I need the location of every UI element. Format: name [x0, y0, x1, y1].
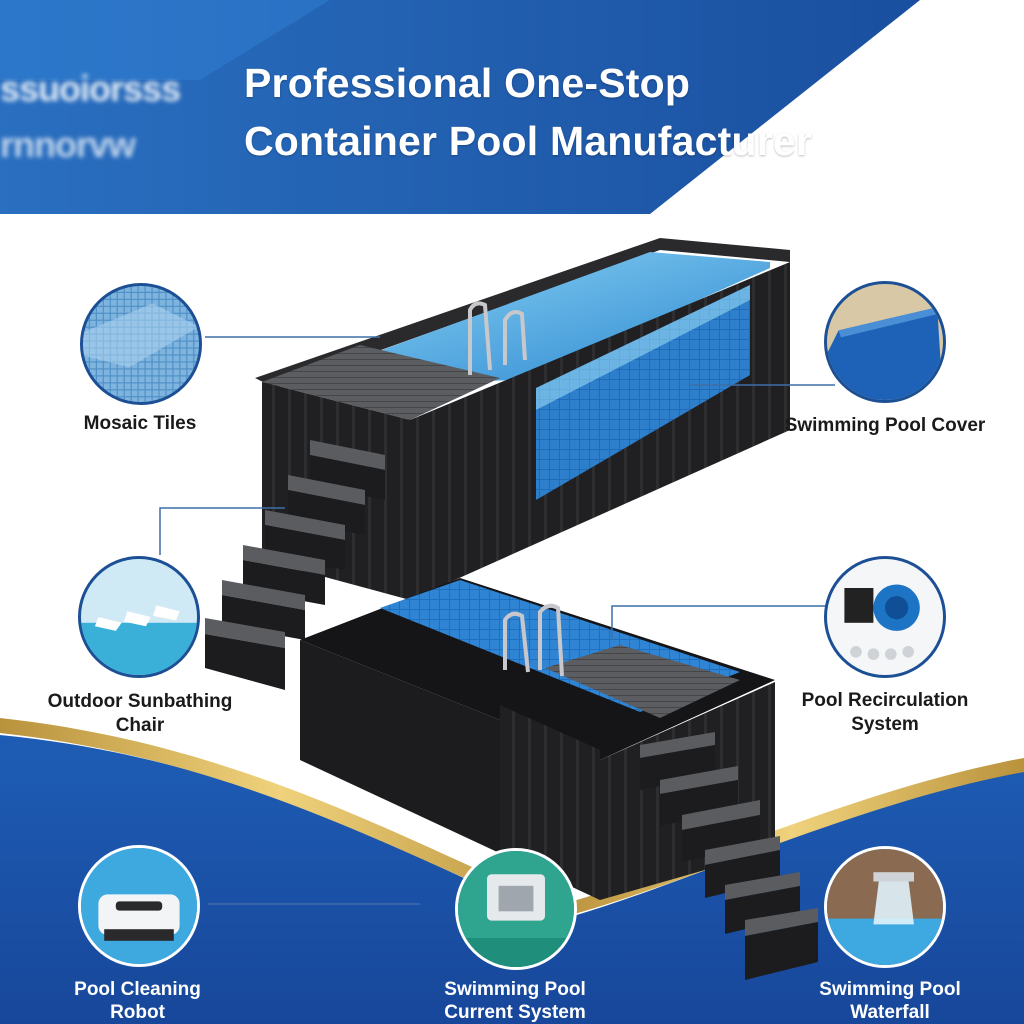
- recirculation-label-line2: System: [851, 714, 919, 735]
- connector-lines: [159, 336, 835, 905]
- pool-cover-label: Swimming Pool Cover: [784, 415, 986, 436]
- recirculation-label-line1: Pool Recirculation: [801, 690, 969, 711]
- upper-container: [205, 238, 790, 690]
- mosaic-tiles-label: Mosaic Tiles: [83, 413, 197, 434]
- sunbathing-chair-label-line2: Chair: [115, 715, 165, 736]
- pool-cover-image: [824, 281, 946, 403]
- cleaning-robot-label-line2: Robot: [110, 1002, 165, 1023]
- page-title-line2: Container Pool Manufacturer: [244, 118, 813, 164]
- blurred-header-text-2: rnnorvw: [0, 124, 136, 165]
- waterfall-label-line2: Waterfall: [850, 1002, 930, 1023]
- current-system-image: [455, 848, 577, 970]
- blurred-header-text: ssuoiorsss: [0, 68, 181, 109]
- gold-stripe-left: [0, 718, 560, 918]
- page-title-line1: Professional One-Stop: [244, 60, 691, 106]
- sunbathing-chair-label-line1: Outdoor Sunbathing: [47, 691, 233, 712]
- sunbathing-chair-image: [78, 556, 200, 678]
- waterfall-image: [824, 846, 946, 968]
- mosaic-tiles-image: [80, 283, 202, 405]
- cleaning-robot-label-line1: Pool Cleaning: [74, 979, 201, 1000]
- cleaning-robot-image: [78, 845, 200, 967]
- current-system-label-line2: Current System: [444, 1002, 586, 1023]
- header-accent: [0, 0, 330, 80]
- recirculation-system-image: [824, 556, 946, 678]
- waterfall-label-line1: Swimming Pool: [819, 979, 961, 1000]
- current-system-label-line1: Swimming Pool: [444, 979, 586, 1000]
